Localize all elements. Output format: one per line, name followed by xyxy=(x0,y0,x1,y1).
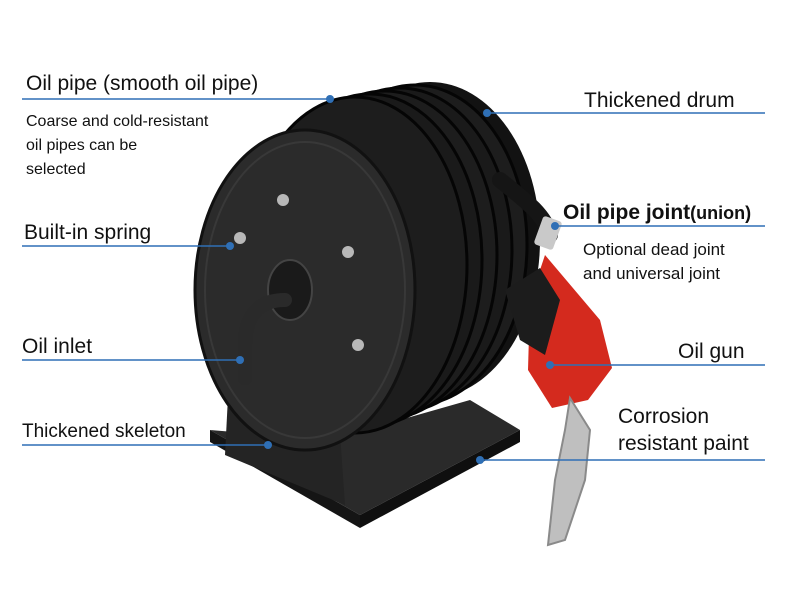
bolt xyxy=(234,232,246,244)
label-oil-pipe-joint-sub: (union) xyxy=(690,203,752,223)
label-joint-note-1: Optional dead joint xyxy=(583,240,725,259)
bolt xyxy=(352,339,364,351)
leader-dot xyxy=(264,441,272,449)
label-built-in-spring: Built-in spring xyxy=(24,221,152,244)
reel-base-plate xyxy=(210,400,520,515)
label-oil-pipe-note-3: selected xyxy=(26,161,86,178)
leader-dot xyxy=(551,222,559,230)
label-thickened-skeleton: Thickened skeleton xyxy=(22,421,186,442)
reel-base-side xyxy=(360,430,520,528)
bolt xyxy=(277,194,289,206)
reel-hub xyxy=(267,259,313,321)
leader-dot xyxy=(236,356,244,364)
leader-dot xyxy=(476,456,484,464)
bolt xyxy=(342,246,354,258)
label-oil-gun: Oil gun xyxy=(678,340,745,363)
label-thickened-drum: Thickened drum xyxy=(584,89,735,112)
label-joint-note-2: and universal joint xyxy=(583,264,721,283)
label-oil-pipe-note-2: oil pipes can be xyxy=(26,137,138,154)
label-oil-pipe-joint-group: Oil pipe joint(union) xyxy=(563,202,751,223)
label-paint-1: Corrosion xyxy=(618,405,710,428)
oil-inlet-pipe xyxy=(238,293,292,385)
label-paint-2: resistant paint xyxy=(618,432,749,455)
oil-gun-nozzle xyxy=(505,255,612,547)
leader-dot xyxy=(226,242,234,250)
label-oil-pipe-joint: Oil pipe joint xyxy=(563,201,691,224)
leader-dot xyxy=(546,361,554,369)
label-oil-pipe: Oil pipe (smooth oil pipe) xyxy=(26,72,259,95)
label-oil-inlet: Oil inlet xyxy=(22,335,93,358)
label-oil-pipe-note-1: Coarse and cold-resistant xyxy=(26,113,209,130)
leader-dot xyxy=(483,109,491,117)
leader-dot xyxy=(326,95,334,103)
